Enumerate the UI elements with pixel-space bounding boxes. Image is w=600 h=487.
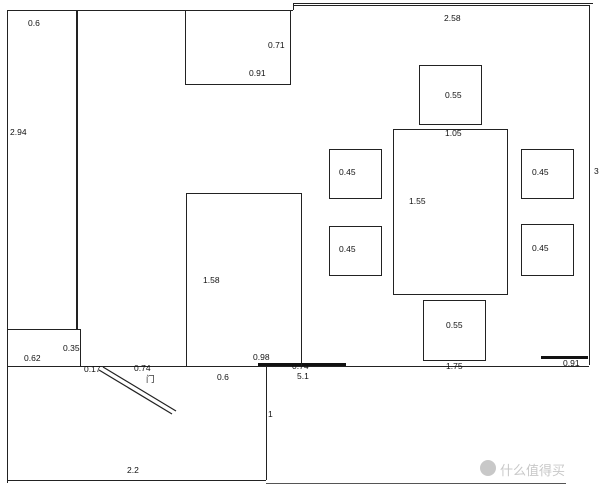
stool-left-bottom bbox=[329, 226, 382, 276]
watermark-text: 什么值得买 bbox=[500, 464, 566, 479]
lower-room-bottom bbox=[7, 480, 266, 481]
outer-top-wall-right bbox=[293, 5, 589, 6]
label-left-strip-height: 2.94 bbox=[10, 127, 27, 137]
stool-right-bottom bbox=[521, 224, 574, 276]
outer-top-wall-left bbox=[7, 10, 293, 11]
label-wall-074: 0.74 bbox=[292, 361, 309, 371]
label-cabinet-depth: 0.91 bbox=[249, 68, 266, 78]
label-cabinet-width: 0.71 bbox=[268, 40, 285, 50]
wall-segment-b bbox=[541, 356, 588, 359]
label-stool-bottom: 0.55 bbox=[446, 320, 463, 330]
label-stool-left-b: 0.45 bbox=[339, 244, 356, 254]
label-stool-right-b: 0.45 bbox=[532, 243, 549, 253]
wall-segment-a bbox=[258, 363, 346, 366]
stool-bottom bbox=[423, 300, 486, 361]
label-stool-top: 0.55 bbox=[445, 90, 462, 100]
label-right-edge: 3 bbox=[594, 166, 599, 176]
label-left-strip-top: 0.6 bbox=[28, 18, 40, 28]
label-bed-length: 1.58 bbox=[203, 275, 220, 285]
label-wall-total: 5.1 bbox=[297, 371, 309, 381]
label-small-box-width: 0.62 bbox=[24, 353, 41, 363]
label-lower-room-width: 2.2 bbox=[127, 465, 139, 475]
zhi-icon bbox=[480, 460, 496, 476]
lower-room-bottom-ext bbox=[266, 483, 566, 484]
label-bed-bottom: 0.98 bbox=[253, 352, 270, 362]
lower-room-right bbox=[266, 366, 267, 480]
stool-left-top bbox=[329, 149, 382, 199]
label-door-gap-b: 0.74 bbox=[134, 363, 151, 373]
label-below-wall-a: 0.6 bbox=[217, 372, 229, 382]
label-door: 门 bbox=[146, 374, 155, 384]
stool-right-top bbox=[521, 149, 574, 199]
label-corner-right: 0.91 bbox=[563, 358, 580, 368]
left-strip-inner bbox=[77, 10, 78, 330]
outer-right-wall bbox=[589, 5, 590, 365]
label-stool-left-a: 0.45 bbox=[339, 167, 356, 177]
label-table-width: 1.05 bbox=[445, 128, 462, 138]
label-table-length: 1.55 bbox=[409, 196, 426, 206]
outer-top-step bbox=[293, 4, 294, 10]
outer-top-wall-right-2 bbox=[293, 3, 593, 4]
dining-table bbox=[393, 129, 508, 295]
label-small-box-height: 0.35 bbox=[63, 343, 80, 353]
lower-room-left bbox=[7, 366, 8, 483]
bed bbox=[186, 193, 302, 367]
stool-top bbox=[419, 65, 482, 125]
label-stool-right-a: 0.45 bbox=[532, 167, 549, 177]
label-top-wall: 2.58 bbox=[444, 13, 461, 23]
cabinet bbox=[185, 10, 291, 85]
label-bottom-wall-right: 1.75 bbox=[446, 361, 463, 371]
label-lower-room-height: 1 bbox=[268, 409, 273, 419]
small-box bbox=[7, 329, 81, 367]
label-door-gap-a: 0.17 bbox=[84, 364, 101, 374]
